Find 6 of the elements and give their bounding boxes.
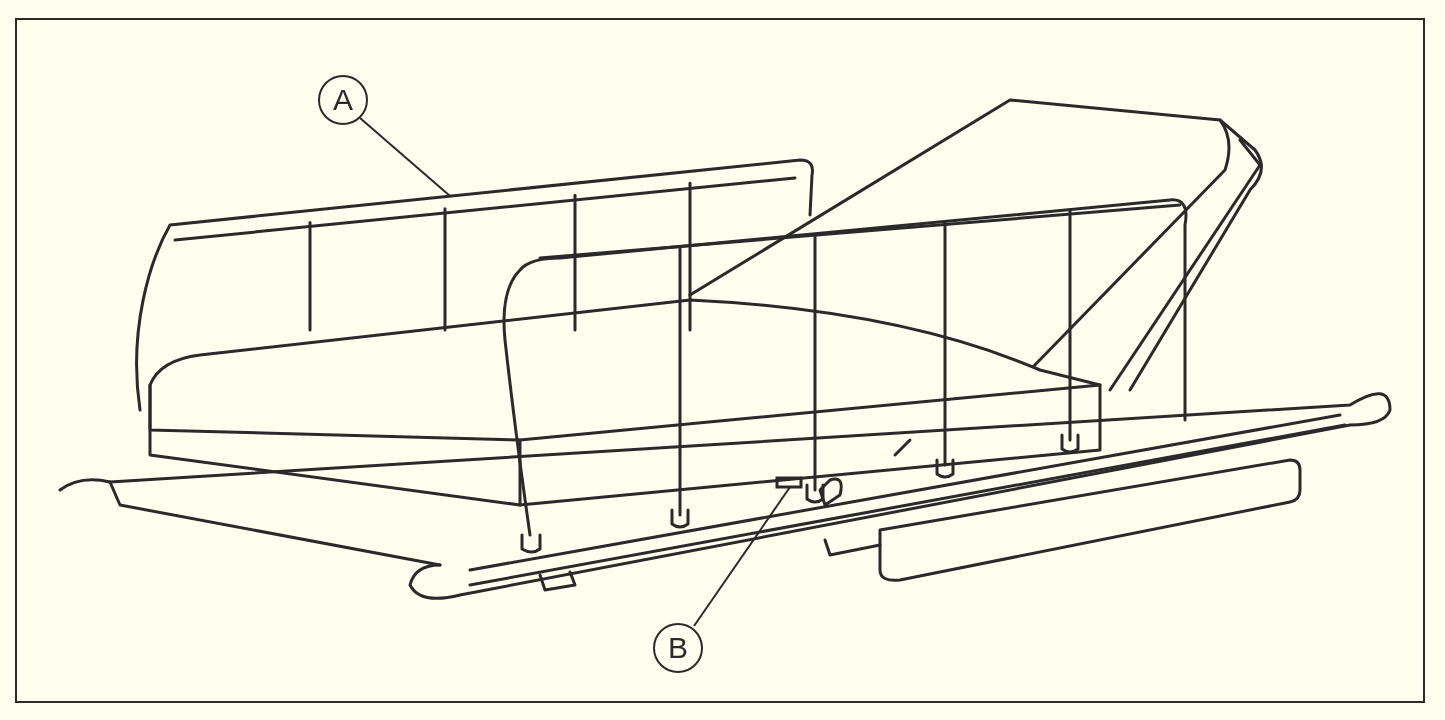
callout-letter: A — [318, 75, 368, 125]
callout-letter: B — [653, 623, 703, 673]
rail-latch — [775, 476, 803, 489]
leader-line — [693, 486, 791, 627]
leader-line — [359, 117, 451, 197]
side-rail — [135, 158, 814, 412]
